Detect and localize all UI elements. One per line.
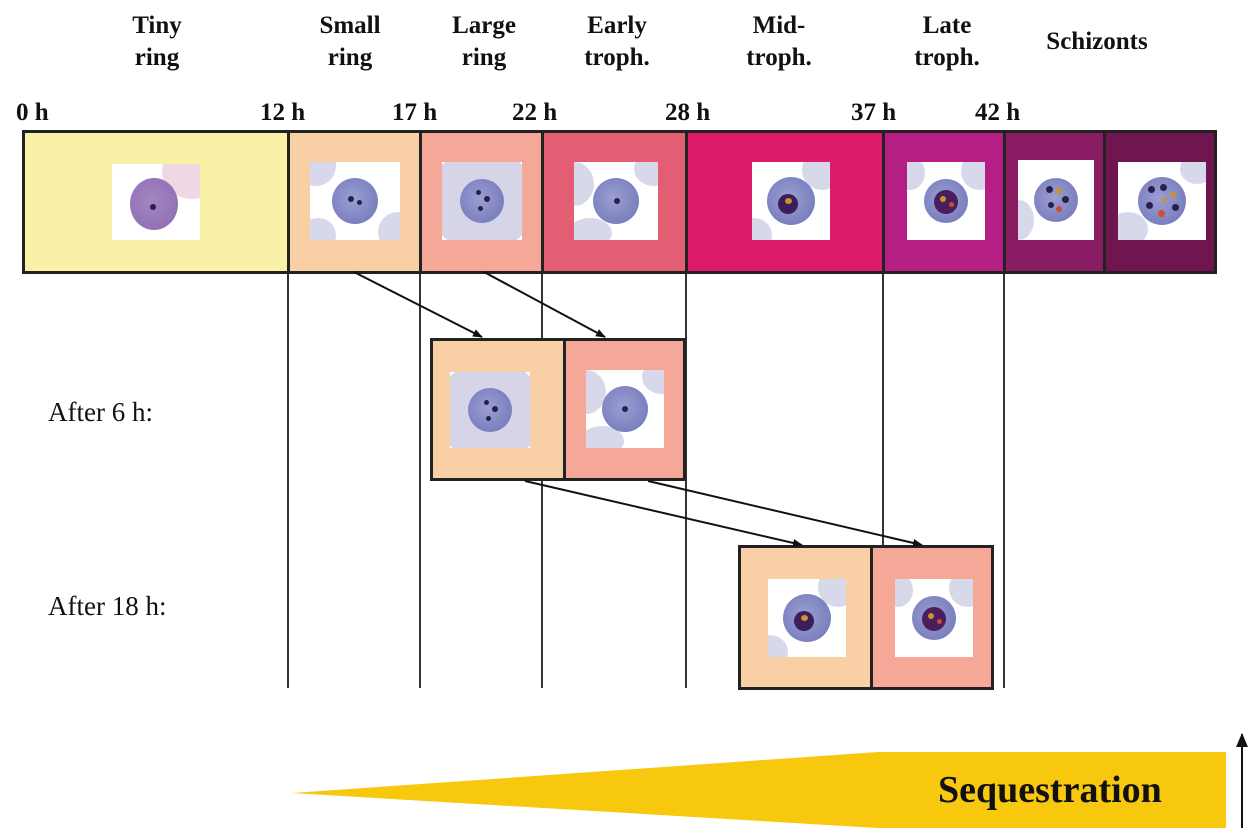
arrow-large-to-early: [484, 272, 605, 337]
arrow-large-to-mid: [525, 481, 802, 545]
arrow-early-to-late: [648, 481, 922, 545]
arrow-small-to-large: [354, 272, 482, 337]
sequestration-label: Sequestration: [938, 766, 1162, 814]
